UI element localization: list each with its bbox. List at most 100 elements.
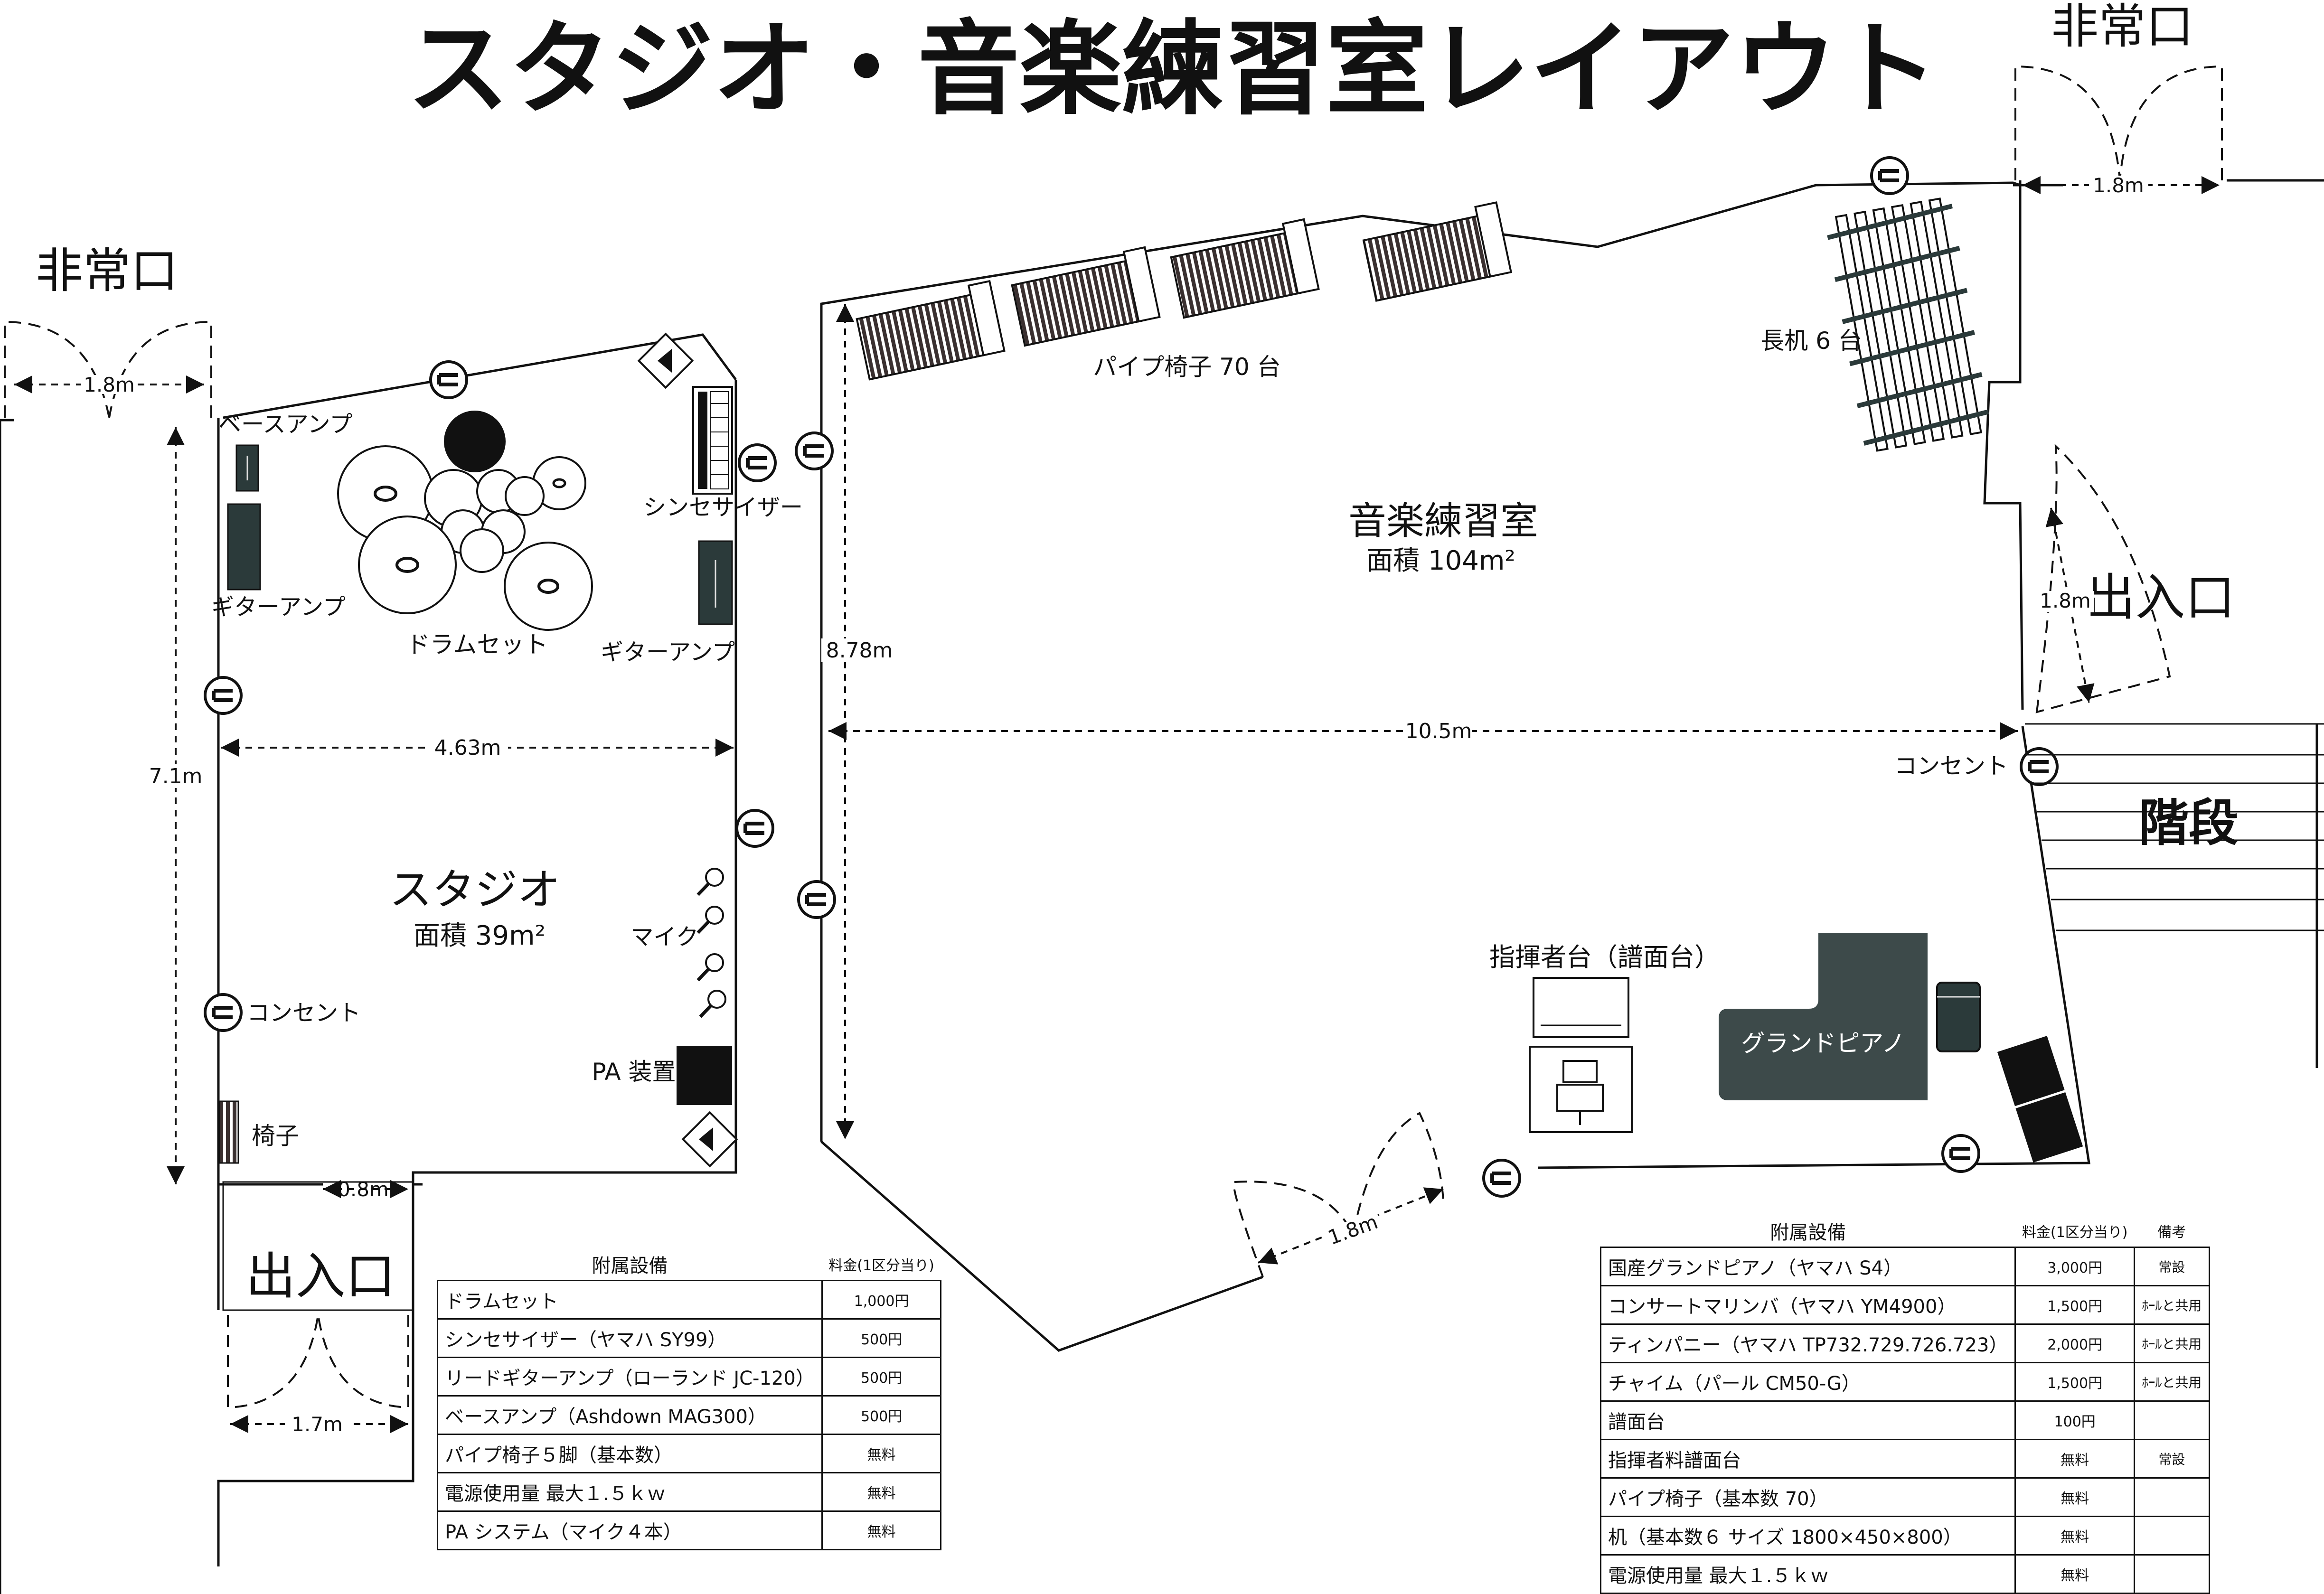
studio-walls <box>0 333 737 1594</box>
practice-emergency-exit: 非常口 1.8m <box>2014 0 2223 197</box>
practice-dimension-8-78: 8.78m <box>821 304 893 1139</box>
studio-emergency-exit: 非常口 1.8m <box>4 243 212 418</box>
guitar-amp-right: ギターアンプ <box>601 540 735 666</box>
table-row: 指揮者料譜面台無料常設 <box>1600 1439 2210 1479</box>
outlet-icon <box>797 880 836 919</box>
table-header-item: 附属設備 <box>1770 1222 1846 1244</box>
long-desks-label: 長机 6 台 <box>1760 327 1862 355</box>
outlet-practice-right: コンセント <box>1894 747 2059 786</box>
pa-system: PA 装置 <box>592 1046 732 1105</box>
outlet-icon <box>795 431 834 470</box>
svg-text:PA 装置: PA 装置 <box>592 1058 676 1086</box>
outlet-studio-left: コンセント <box>204 993 361 1032</box>
studio-dimension-4-63: 4.63m <box>221 736 734 760</box>
outlet-icon <box>1482 1159 1521 1198</box>
conductor-stand: 指揮者台（譜面台） <box>1489 942 1720 1133</box>
svg-text:非常口: 非常口 <box>2051 0 2193 54</box>
svg-text:パイプ椅子 70 台: パイプ椅子 70 台 <box>1093 353 1280 381</box>
svg-text:指揮者台（譜面台）: 指揮者台（譜面台） <box>1489 942 1720 972</box>
svg-text:出入口: 出入口 <box>245 1247 395 1305</box>
table-row: PA システム（マイク４本）無料 <box>437 1510 942 1550</box>
practice-dimension-10-5: 10.5m <box>828 719 2018 743</box>
table-header-fee: 料金(1区分当り) <box>828 1257 934 1274</box>
mic-icon <box>696 868 724 896</box>
mic-icon <box>696 906 724 934</box>
practice-entrance-bottom: 1.8m <box>1233 1112 1444 1277</box>
svg-text:出入口: 出入口 <box>2085 569 2235 627</box>
outlet-icon <box>738 443 777 482</box>
svg-text:4.63m: 4.63m <box>434 736 501 760</box>
table-row: 国産グランドピアノ（ヤマハ S4）3,000円常設 <box>1600 1247 2210 1286</box>
svg-text:非常口: 非常口 <box>36 243 178 299</box>
table-row: コンサートマリンバ（ヤマハ YM4900）1,500円ﾎｰﾙと共用 <box>1600 1285 2210 1325</box>
synthesizer: シンセサイザー <box>643 386 803 521</box>
svg-text:0.8m: 0.8m <box>338 1178 389 1201</box>
svg-text:1.8m: 1.8m <box>84 373 135 396</box>
practice-equipment-table: 附属設備 料金(1区分当り) 備考 国産グランドピアノ（ヤマハ S4）3,000… <box>1600 1215 2210 1594</box>
table-header-fee: 料金(1区分当り) <box>2022 1224 2128 1241</box>
svg-text:コンセント: コンセント <box>1894 753 2008 779</box>
table-row: シンセサイザー（ヤマハ SY99）500円 <box>437 1318 942 1358</box>
pipe-chairs: パイプ椅子 70 台 <box>856 201 1513 381</box>
piano-bench <box>1997 1036 2083 1163</box>
speaker-top <box>637 332 694 389</box>
svg-text:8.78m: 8.78m <box>826 638 893 663</box>
studio-chairs: 椅子 <box>218 1100 299 1164</box>
page-title: スタジオ・音楽練習室レイアウト <box>407 9 1938 129</box>
outlet-icon <box>1941 1134 1980 1173</box>
mic-icon <box>699 990 726 1018</box>
practice-room-walls <box>820 179 2324 1352</box>
svg-text:コンセント: コンセント <box>247 1000 361 1026</box>
long-desks <box>1827 197 1989 452</box>
table-header-note: 備考 <box>2157 1224 2186 1241</box>
table-header-item: 附属設備 <box>592 1255 668 1277</box>
studio-dimension-7-1: 7.1m <box>149 427 203 1184</box>
table-row: リードギターアンプ（ローランド JC-120）500円 <box>437 1357 942 1397</box>
svg-text:グランドピアノ: グランドピアノ <box>1741 1030 1905 1057</box>
table-row: ベースアンプ（Ashdown MAG300）500円 <box>437 1395 942 1435</box>
practice-room-name: 音楽練習室 <box>1348 499 1538 543</box>
svg-text:ギターアンプ: ギターアンプ <box>211 594 346 620</box>
svg-text:7.1m: 7.1m <box>149 764 203 788</box>
svg-text:ギターアンプ: ギターアンプ <box>601 639 735 666</box>
studio-name: スタジオ <box>389 865 560 915</box>
svg-text:10.5m: 10.5m <box>1405 719 1472 743</box>
table-row: 机（基本数６ サイズ 1800×450×800）無料 <box>1600 1516 2210 1556</box>
svg-text:マイク: マイク <box>630 924 698 950</box>
mic-group: マイク <box>630 868 726 1018</box>
svg-text:1.8m: 1.8m <box>2093 174 2144 197</box>
outlet-icon <box>204 676 243 715</box>
drum-set: ドラムセット <box>337 411 593 658</box>
practice-room-area: 面積 104m² <box>1366 545 1515 576</box>
speaker-bottom <box>681 1111 738 1168</box>
guitar-amp-left: ギターアンプ <box>211 503 346 620</box>
practice-entrance-right: 出入口 1.8m <box>2035 444 2235 713</box>
svg-text:椅子: 椅子 <box>252 1122 299 1150</box>
svg-text:1.7m: 1.7m <box>292 1413 343 1436</box>
svg-text:ドラムセット: ドラムセット <box>406 631 548 658</box>
outlet-icon <box>735 809 774 848</box>
table-row: パイプ椅子５脚（基本数）無料 <box>437 1434 942 1473</box>
svg-text:1.8m: 1.8m <box>1325 1210 1381 1249</box>
outlet-icon <box>1870 156 1909 195</box>
svg-text:階段: 階段 <box>2139 794 2239 852</box>
svg-text:ベースアンプ: ベースアンプ <box>218 411 352 438</box>
grand-piano: グランドピアノ <box>1719 933 2083 1163</box>
stairs: 階段 <box>2025 723 2324 1068</box>
table-row: ティンパニー（ヤマハ TP732.729.726.723）2,000円ﾎｰﾙと共… <box>1600 1323 2210 1363</box>
mic-icon <box>696 953 724 982</box>
outlet-icon <box>429 360 468 399</box>
table-row: パイプ椅子（基本数 70）無料 <box>1600 1477 2210 1517</box>
svg-text:シンセサイザー: シンセサイザー <box>643 494 803 521</box>
bass-amp: ベースアンプ <box>218 411 352 492</box>
svg-text:1.8m: 1.8m <box>2040 589 2091 612</box>
studio-area: 面積 39m² <box>414 920 546 951</box>
table-row: チャイム（パール CM50-G）1,500円ﾎｰﾙと共用 <box>1600 1362 2210 1402</box>
studio-entrance: 出入口 1.7m 0.8m <box>227 1178 409 1436</box>
